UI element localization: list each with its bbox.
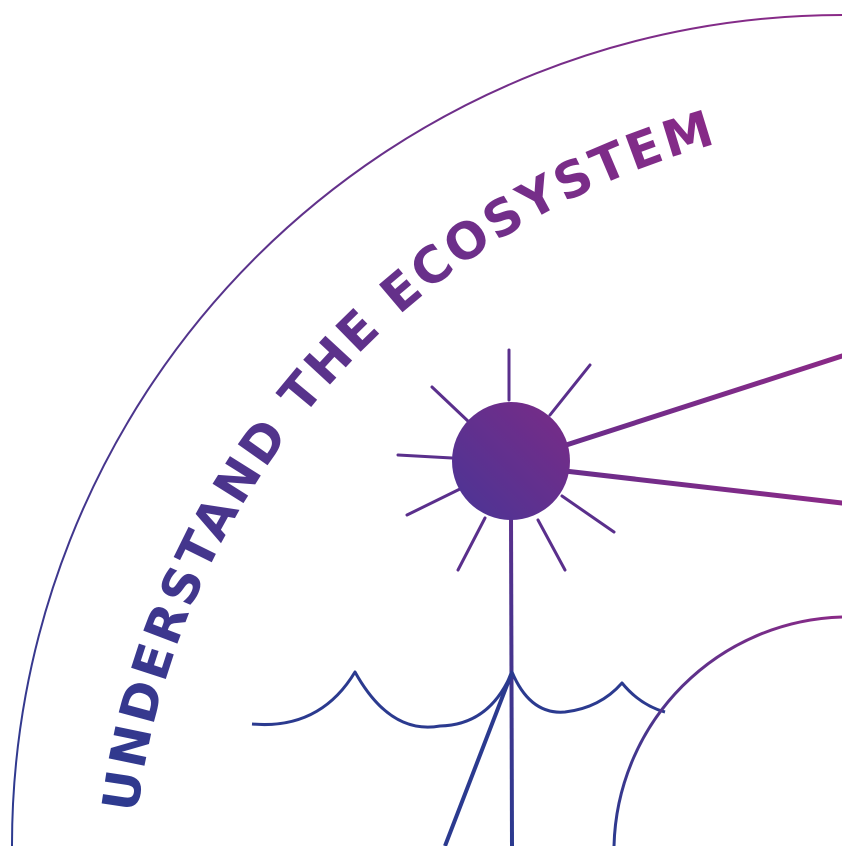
sun-beams [557, 353, 842, 506]
tree-root [443, 671, 514, 846]
sun-icon [452, 402, 570, 520]
tree-stem [509, 514, 514, 846]
wave-line [251, 670, 666, 729]
outer-ring [10, 14, 842, 846]
small-ring [612, 615, 842, 846]
sun-rays [396, 348, 616, 572]
